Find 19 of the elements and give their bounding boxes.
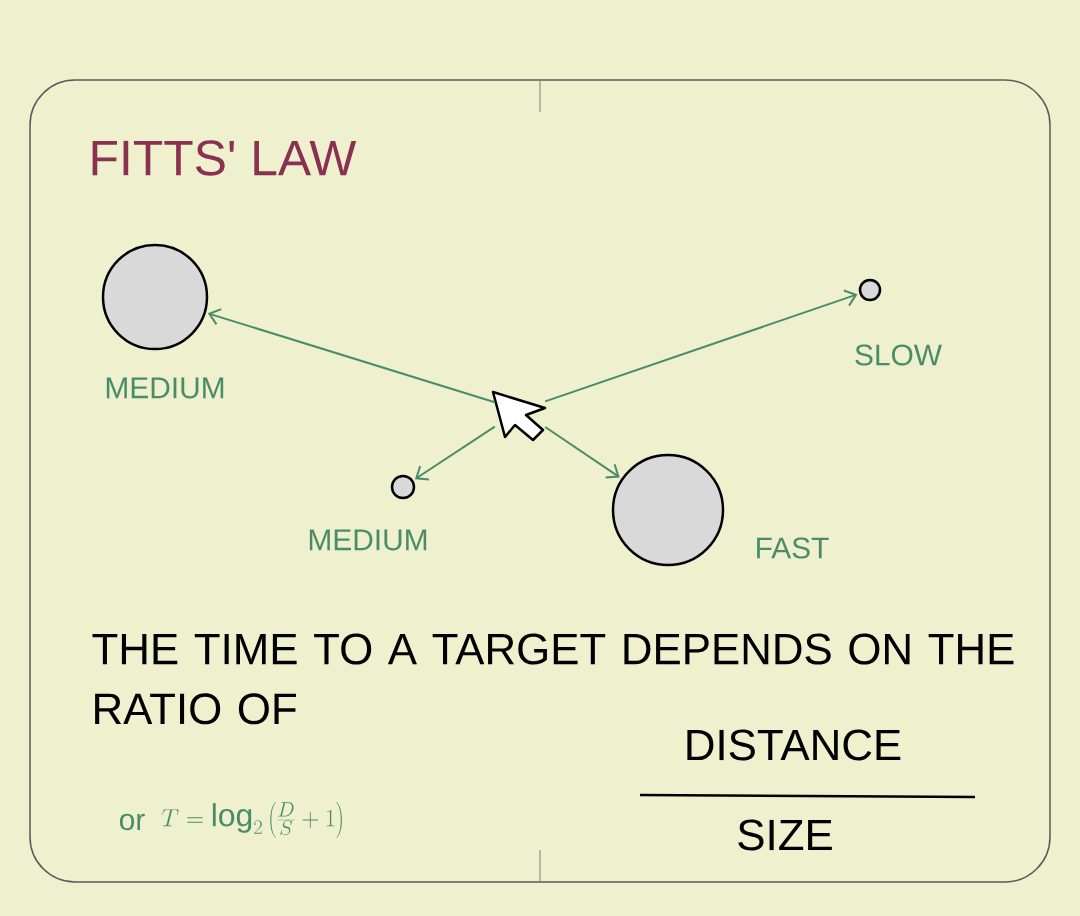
- arrow: [544, 289, 858, 403]
- formula: $T=\log_{2}\left(\frac{D}{S}+1\right)$: [162, 802, 342, 838]
- cursor-icon: [491, 390, 547, 442]
- statement-text: THE TIME TO A TARGET DEPENDS ON THE RATIO OF: [92, 633, 1014, 725]
- arrow: [414, 425, 496, 481]
- target-label: FAST: [757, 537, 829, 559]
- target-circle: [101, 243, 209, 351]
- target-circle: [858, 278, 882, 302]
- target-label: MEDIUM: [309, 529, 427, 551]
- fraction-denominator: SIZE: [738, 819, 832, 851]
- target-circle: [390, 474, 416, 500]
- target-circle: [611, 453, 725, 567]
- formula-text: or: [119, 813, 145, 831]
- target-label: SLOW: [855, 344, 942, 366]
- target-label: MEDIUM: [106, 377, 224, 399]
- arrow: [544, 426, 620, 479]
- title: FITTS' LAW: [92, 140, 357, 176]
- arrow: [207, 308, 496, 404]
- fraction-numerator: DISTANCE: [687, 729, 901, 761]
